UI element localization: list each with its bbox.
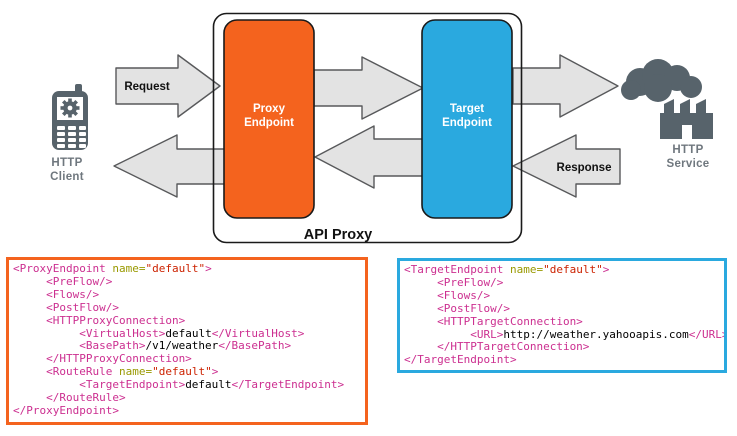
http-client-label-line2: Client	[50, 170, 84, 183]
request-label: Request	[124, 81, 170, 93]
response-arrow-to-client	[113, 134, 230, 198]
target-endpoint-label-line1: Target	[450, 103, 484, 115]
code-line: <TargetEndpoint name="default">	[404, 263, 610, 276]
code-line: </RouteRule>	[13, 391, 126, 405]
http-client-label-line1: HTTP	[51, 157, 83, 169]
response-arrow-from-service	[512, 134, 621, 198]
code-line: </HTTPProxyConnection>	[13, 352, 192, 366]
response-label: Response	[557, 162, 612, 174]
code-line: </ProxyEndpoint>	[13, 403, 119, 417]
http-service-label: HTTP Service	[648, 144, 728, 171]
cloud-shape	[621, 59, 702, 102]
code-line: <PostFlow/>	[404, 301, 510, 315]
code-line: </TargetEndpoint>	[404, 353, 517, 367]
code-line: <RouteRule name="default">	[13, 365, 219, 379]
gear-icon	[60, 98, 80, 118]
code-line: <BasePath>/v1/weather</BasePath>	[13, 339, 292, 353]
target-endpoint-label-line2: Endpoint	[442, 117, 492, 129]
proxy-endpoint-box	[223, 19, 315, 219]
proxy-endpoint-label-line1: Proxy	[253, 103, 286, 115]
mobile-phone-gear-icon	[52, 84, 88, 150]
code-line: </HTTPTargetConnection>	[404, 340, 590, 354]
http-service-label-line1: HTTP	[672, 144, 704, 156]
code-line: <PreFlow/>	[13, 274, 113, 288]
code-line: <HTTPTargetConnection>	[404, 314, 583, 328]
code-line: <PreFlow/>	[404, 275, 504, 289]
cloud-factory-icon	[621, 59, 713, 139]
phone-keypad	[57, 126, 86, 148]
target-to-service-arrow	[512, 54, 619, 118]
http-service-label-line2: Service	[666, 157, 710, 170]
code-line: <HTTPProxyConnection>	[13, 313, 186, 327]
code-line: <URL>http://weather.yahooapis.com</URL>	[404, 327, 727, 341]
code-line: <Flows/>	[404, 288, 491, 302]
target-to-proxy-arrow	[314, 125, 424, 189]
code-line: <PostFlow/>	[13, 300, 119, 314]
api-proxy-flow-diagram: Proxy Endpoint Target Endpoint Request R…	[113, 12, 621, 244]
factory-door	[682, 125, 692, 139]
api-proxy-label: API Proxy	[304, 227, 373, 243]
proxy-endpoint-label-line2: Endpoint	[244, 117, 294, 129]
code-line: <VirtualHost>default</VirtualHost>	[13, 326, 305, 340]
proxy-to-target-arrow	[313, 56, 424, 120]
proxy-endpoint-code-block: <ProxyEndpoint name="default"> <PreFlow/…	[6, 257, 368, 425]
request-arrow	[115, 54, 221, 118]
target-endpoint-code-block: <TargetEndpoint name="default"> <PreFlow…	[397, 258, 727, 373]
code-line: <ProxyEndpoint name="default">	[13, 262, 212, 275]
http-client-label: HTTP Client	[27, 157, 107, 184]
target-endpoint-box	[421, 19, 513, 219]
code-line: <Flows/>	[13, 287, 100, 301]
factory-shape	[660, 99, 713, 139]
api-proxy-container	[212, 12, 523, 244]
code-line: <TargetEndpoint>default</TargetEndpoint>	[13, 378, 345, 392]
